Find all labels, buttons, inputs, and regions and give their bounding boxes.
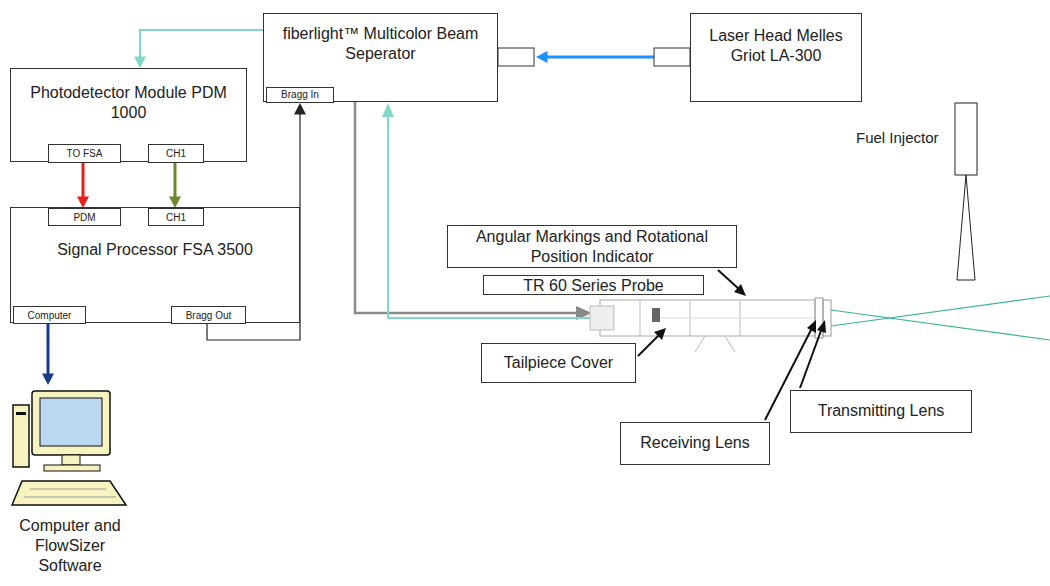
port-label: CH1 [149, 211, 203, 225]
node-label: Photodetector Module PDM 1000 [11, 83, 246, 123]
connector [42, 324, 54, 385]
fuel-spray [957, 175, 975, 280]
callout-box: TR 60 Series Probe [483, 275, 704, 295]
arrowhead [382, 103, 394, 117]
callout-box: Receiving Lens [620, 422, 770, 465]
fiber-port [498, 48, 534, 66]
fuel-injector [955, 103, 977, 175]
port-box: Computer [13, 306, 86, 324]
node-label: Transmitting Lens [791, 401, 971, 421]
port-box: TO FSA [48, 144, 121, 163]
node-label: Tailpiece Cover [482, 353, 635, 373]
port-box: CH1 [148, 208, 204, 226]
node-label: TR 60 Series Probe [484, 276, 703, 296]
callout-box: Angular Markings and Rotational Position… [447, 225, 737, 268]
process-box: fiberlight™ Multicolor Beam SeperatorBra… [263, 13, 498, 102]
port-label: TO FSA [49, 147, 120, 161]
port-label: PDM [49, 211, 120, 225]
connector [536, 51, 654, 63]
fiber-port [654, 48, 690, 66]
laser-beam [831, 310, 1050, 340]
port-box: CH1 [148, 144, 204, 163]
process-box: Photodetector Module PDM 1000 TO FSA CH1 [10, 68, 247, 162]
node-label: Laser Head Melles Griot LA-300 [691, 26, 861, 66]
callout-box: Tailpiece Cover [481, 343, 636, 383]
connector [77, 163, 89, 208]
probe-marker [652, 308, 660, 322]
process-box: Signal Processor FSA 3500 PDM CH1Computer B… [10, 207, 300, 323]
port-label: Bragg In [267, 88, 333, 102]
connector [169, 163, 181, 208]
node-label: Angular Markings and Rotational Position… [448, 227, 736, 267]
part-label: Fuel Injector [856, 129, 939, 147]
callout-box: Transmitting Lens [790, 390, 972, 433]
connector [134, 30, 263, 68]
laser-beam [831, 296, 1050, 326]
computer-icon [10, 385, 130, 510]
node-label: Signal Processor FSA 3500 [11, 240, 299, 260]
node-label: fiberlight™ Multicolor Beam Seperator [264, 24, 497, 64]
port-box: Bragg In [266, 87, 334, 103]
process-box: Laser Head Melles Griot LA-300 [690, 13, 862, 102]
port-box: Bragg Out [171, 306, 246, 324]
node-label: Receiving Lens [621, 433, 769, 453]
node-label: Computer and FlowSizer Software [5, 516, 135, 576]
port-box: PDM [48, 208, 121, 226]
port-label: CH1 [149, 147, 203, 161]
port-label: Computer [14, 309, 85, 323]
port-label: Bragg Out [172, 309, 245, 323]
computer-node: Computer and FlowSizer Software [5, 385, 135, 585]
